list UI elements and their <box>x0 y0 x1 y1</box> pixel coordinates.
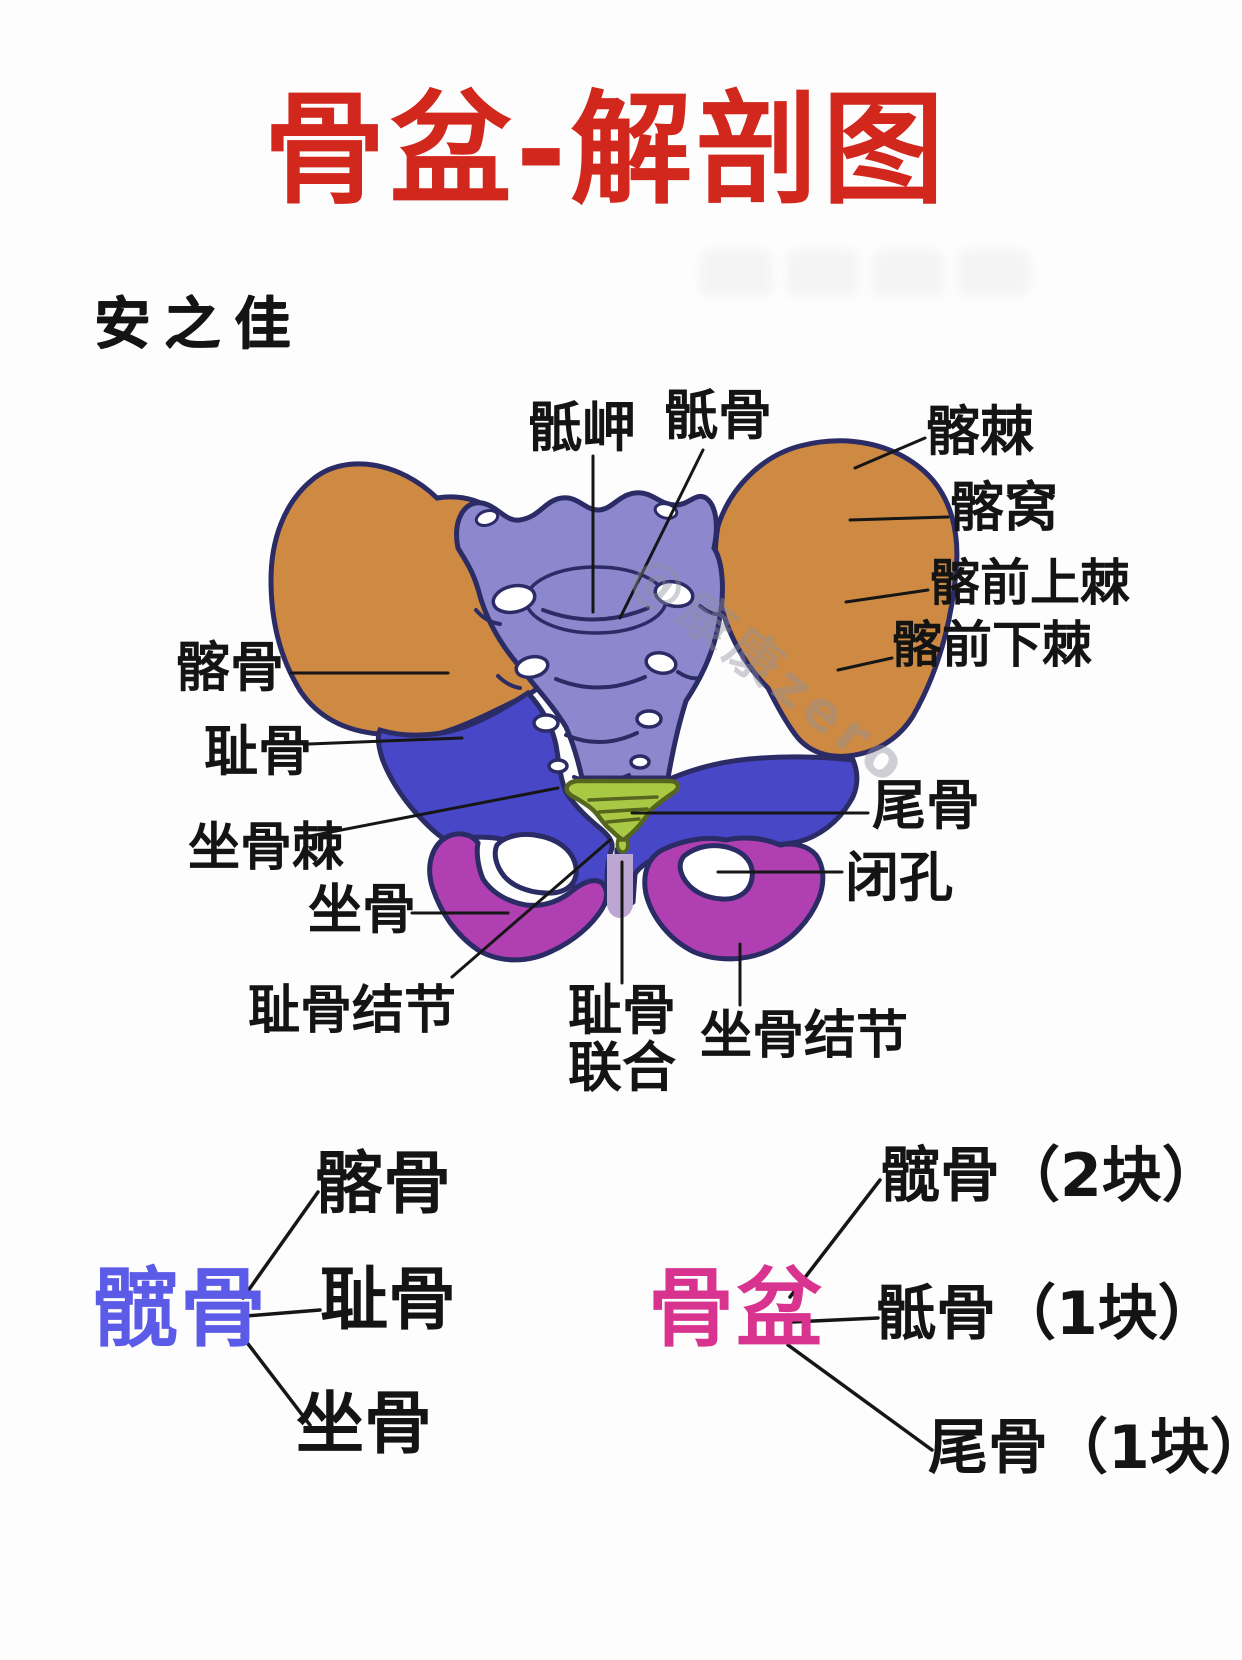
coccyx-tip <box>615 838 630 854</box>
label-coccyx: 尾骨 <box>872 774 980 837</box>
label-pubis: 耻骨 <box>204 720 312 783</box>
right-obturator-foramen-shape <box>677 843 755 902</box>
label-ischium: 坐骨 <box>308 878 416 941</box>
label-iliac-fossa: 髂窝 <box>950 476 1058 539</box>
sacral-foramina <box>491 579 695 774</box>
label-anterior-superior-iliac-spine: 髂前上棘 <box>930 554 1130 612</box>
author-signature: 安之佳 <box>94 292 304 357</box>
pelvis-tree-item-coccyx: 尾骨（1块） <box>928 1413 1242 1483</box>
label-obturator-foramen: 闭孔 <box>845 846 953 909</box>
hip-bone-tree-item-ischium: 坐骨 <box>296 1385 433 1464</box>
pubic-symphysis-shape <box>607 854 633 918</box>
label-anterior-inferior-iliac-spine: 髂前下棘 <box>892 616 1092 674</box>
sacrum-shape <box>454 490 725 781</box>
pelvis-tree-root: 骨盆 <box>648 1259 824 1359</box>
label-ischial-spine: 坐骨棘 <box>188 818 345 878</box>
faded-text-remnant <box>700 250 1030 296</box>
tree-branch-lines <box>240 1178 934 1452</box>
hip-bone-tree-item-pubis: 耻骨 <box>320 1261 457 1340</box>
page-title: 骨盆-解剖图 <box>263 79 949 221</box>
label-sacral-promontory: 骶岬 <box>528 396 636 459</box>
left-ischium-shape <box>427 831 609 963</box>
label-pubic-symphysis: 耻骨联合 <box>568 979 676 1100</box>
pelvis-tree-item-sacrum: 骶骨（1块） <box>876 1279 1218 1349</box>
label-ischial-tuberosity: 坐骨结节 <box>700 1006 909 1066</box>
hip-bone-tree-root: 髋骨 <box>92 1259 268 1359</box>
label-ilium: 髂骨 <box>176 636 284 699</box>
pelvis-tree-item-hip-bones: 髋骨（2块） <box>880 1141 1222 1211</box>
coccyx-segment-lines <box>587 795 659 824</box>
label-sacrum: 骶骨 <box>664 384 772 447</box>
sacral-horn-notch <box>474 509 500 527</box>
hip-bone-tree-item-ilium: 髂骨 <box>315 1145 452 1224</box>
label-pubic-tubercle: 耻骨结节 <box>248 981 457 1041</box>
leader-lines <box>289 436 950 1007</box>
left-obturator-foramen-shape <box>492 831 579 896</box>
label-iliac-crest: 髂棘 <box>926 400 1034 463</box>
